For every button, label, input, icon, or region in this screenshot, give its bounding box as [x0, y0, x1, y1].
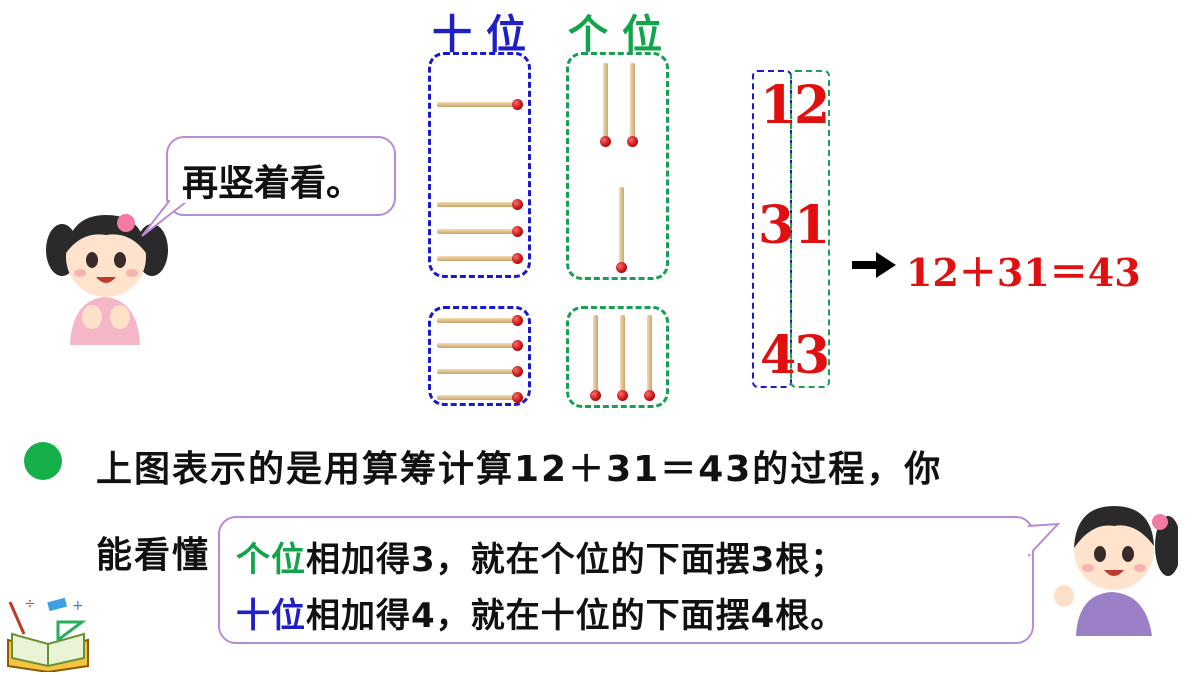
counting-stick	[600, 63, 611, 147]
digit-3: 3	[794, 325, 831, 386]
explanation-line-1: 个位相加得3，就在个位的下面摆3根；	[236, 532, 845, 581]
counting-stick	[437, 253, 523, 264]
arrow-right-icon	[852, 252, 896, 278]
counting-stick	[437, 99, 523, 110]
digit-1: 1	[760, 75, 797, 136]
counting-stick	[590, 315, 601, 401]
paragraph-line-2: 能看懂	[96, 535, 211, 576]
speech-text: 再竖着看。	[182, 163, 363, 204]
bubble-tail	[1028, 522, 1061, 557]
counting-stick	[437, 315, 523, 326]
tens-highlight: 十位	[236, 596, 306, 636]
svg-text:+: +	[72, 598, 84, 614]
counting-stick	[627, 63, 638, 147]
tens-sum-box	[428, 306, 531, 406]
explanation-bubble: 个位相加得3，就在个位的下面摆3根； 十位相加得4，就在十位的下面摆4根。	[218, 516, 1034, 644]
line-1-text: 相加得3，就在个位的下面摆3根；	[306, 540, 846, 580]
counting-stick	[437, 340, 523, 351]
digit-3: 3	[758, 195, 795, 256]
counting-stick	[437, 226, 523, 237]
equation: 12＋31＝43	[906, 250, 1141, 295]
counting-stick	[617, 315, 628, 401]
explanation-line-2: 十位相加得4，就在十位的下面摆4根。	[236, 588, 845, 637]
digit-2: 2	[794, 75, 831, 136]
counting-stick	[437, 366, 523, 377]
girl-illustration	[46, 214, 168, 345]
ones-highlight: 个位	[236, 540, 306, 580]
ones-column-label: 个位	[568, 12, 676, 58]
ones-top-box	[566, 52, 669, 280]
math-book-logo: ÷ +	[7, 596, 89, 672]
line-2-text: 相加得4，就在十位的下面摆4根。	[306, 596, 846, 636]
paragraph-line-1: 上图表示的是用算筹计算12＋31＝43的过程，你	[96, 449, 943, 490]
counting-stick	[437, 199, 523, 210]
bullet-dot	[24, 442, 62, 480]
ones-digit-column	[790, 70, 830, 388]
counting-stick	[616, 187, 627, 273]
digit-1: 1	[794, 195, 831, 256]
counting-stick	[644, 315, 655, 401]
digit-4: 4	[760, 325, 797, 386]
counting-stick	[437, 392, 523, 403]
ones-sum-box	[566, 306, 669, 408]
girl-illustration-2	[1054, 506, 1178, 636]
speech-tail	[141, 200, 188, 237]
speech-bubble-top: 再竖着看。	[166, 136, 396, 216]
tens-column-label: 十位	[432, 12, 540, 58]
tens-top-box	[428, 52, 531, 278]
svg-text:÷: ÷	[24, 596, 36, 612]
